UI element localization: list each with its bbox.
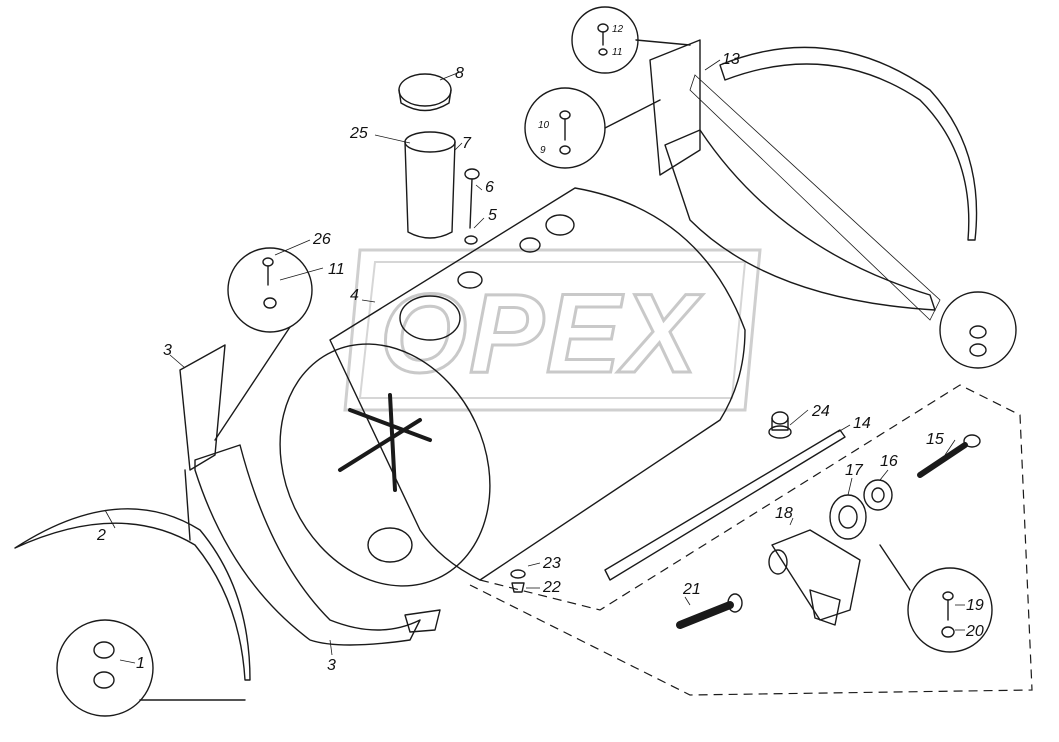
part-17-gasket bbox=[829, 494, 867, 540]
small-callout-9: 9 bbox=[540, 145, 546, 156]
callout-18: 18 bbox=[775, 505, 793, 522]
strap-front bbox=[14, 508, 251, 681]
detail-circle-bottom-left bbox=[56, 619, 246, 717]
callout-13: 13 bbox=[722, 51, 740, 68]
part-16-washer bbox=[863, 479, 893, 511]
small-callout-11: 11 bbox=[612, 47, 622, 58]
callout-15: 15 bbox=[926, 431, 944, 448]
part-24-plug bbox=[768, 411, 792, 439]
callout-20: 20 bbox=[965, 623, 984, 640]
callout-5: 5 bbox=[488, 207, 497, 224]
part-18-fitting bbox=[768, 529, 861, 626]
right-bracket bbox=[649, 39, 701, 176]
callout-25: 25 bbox=[349, 125, 368, 142]
detail-circle-top bbox=[571, 6, 691, 74]
callout-labels: 8 25 7 6 5 26 11 4 3 2 1 3 13 24 14 15 1… bbox=[96, 24, 984, 674]
tank-end-cap bbox=[279, 343, 491, 587]
part-15-bolt bbox=[917, 434, 981, 478]
callout-1: 1 bbox=[136, 655, 145, 672]
small-callout-12: 12 bbox=[612, 24, 624, 35]
callout-4: 4 bbox=[350, 287, 359, 304]
callout-6: 6 bbox=[485, 179, 494, 196]
callout-14: 14 bbox=[853, 415, 871, 432]
callout-23: 23 bbox=[542, 555, 561, 572]
strap-rear bbox=[664, 129, 936, 311]
detail-circle-bottom-right bbox=[879, 544, 993, 653]
detail-circle-left bbox=[214, 247, 313, 441]
callout-19: 19 bbox=[966, 597, 984, 614]
callout-21: 21 bbox=[682, 581, 701, 598]
callout-7: 7 bbox=[462, 135, 472, 152]
gauge-sensor bbox=[464, 168, 480, 245]
part-21-bolt bbox=[676, 593, 743, 629]
filler-cap bbox=[398, 73, 452, 112]
assembly-boundary bbox=[469, 384, 1033, 696]
detail-circle-right bbox=[939, 291, 1017, 369]
callout-26: 26 bbox=[312, 231, 331, 248]
callout-8: 8 bbox=[455, 65, 464, 82]
part-14-rod bbox=[604, 429, 846, 581]
callout-11: 11 bbox=[328, 261, 345, 278]
filler-neck bbox=[399, 295, 461, 341]
filler-strainer bbox=[404, 131, 456, 239]
part-22-23-drain-plug bbox=[510, 569, 526, 593]
callout-24: 24 bbox=[811, 403, 830, 420]
small-callout-10: 10 bbox=[538, 120, 550, 131]
callout-22: 22 bbox=[542, 579, 561, 596]
callout-3-left: 3 bbox=[163, 342, 172, 359]
strap-rear-band bbox=[719, 46, 978, 241]
leader-lines bbox=[104, 59, 965, 664]
watermark-logo: OPEX bbox=[343, 248, 762, 412]
watermark-text: OPEX bbox=[380, 271, 704, 396]
strap-lower bbox=[194, 444, 421, 646]
callout-2: 2 bbox=[96, 527, 106, 544]
callout-17: 17 bbox=[845, 462, 864, 479]
fuel-tank bbox=[279, 187, 746, 587]
drain-port bbox=[367, 527, 413, 563]
left-bracket bbox=[179, 344, 226, 471]
callout-16: 16 bbox=[880, 453, 898, 470]
callout-3-bottom: 3 bbox=[327, 657, 336, 674]
detail-circle-upper-right bbox=[524, 87, 661, 169]
